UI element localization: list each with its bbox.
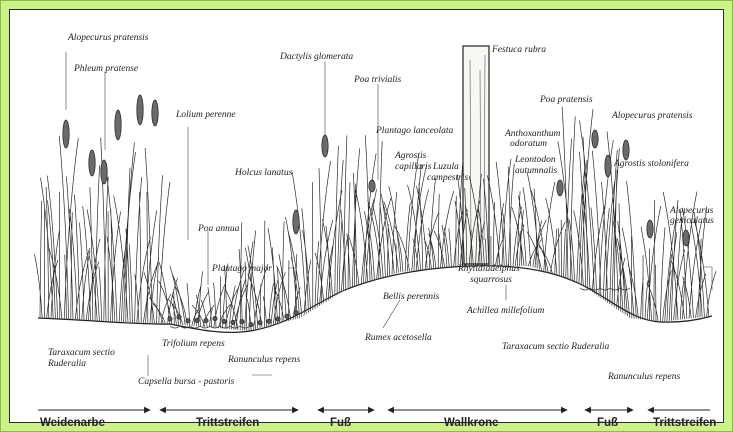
ground-plant xyxy=(204,318,208,322)
seed-head xyxy=(592,130,598,148)
ground-plant xyxy=(177,315,181,319)
label-taraxacum-left-2: Ruderalia xyxy=(47,359,86,369)
seed-head xyxy=(647,220,653,238)
label-luzula-campestris: Luzula xyxy=(432,162,459,172)
zone-wallkrone: Wallkrone xyxy=(444,417,499,429)
zone-weidenarbe: Weidenarbe xyxy=(40,417,105,429)
ground-plant xyxy=(195,318,199,322)
ground-plant xyxy=(240,320,244,324)
ground-plant xyxy=(285,314,289,318)
label-capsella: Capsella bursa - pastoris xyxy=(138,377,235,387)
ground-plant xyxy=(231,320,235,324)
label-alopecurus-geniculatus-2: geniculatus xyxy=(670,216,714,226)
label-plantago-major: Plantago major xyxy=(211,264,272,274)
label-trifolium-repens: Trifolium repens xyxy=(162,338,225,349)
label-agrostis-capillaris: Agrostis xyxy=(394,151,427,161)
label-anthoxanthum-odoratum: Anthoxanthum xyxy=(504,129,561,139)
seed-head xyxy=(683,230,689,246)
label-alopecurus-pratensis-right: Alopecurus pratensis xyxy=(611,111,693,121)
seed-head xyxy=(623,140,629,160)
ground-plant xyxy=(186,319,190,323)
label-ranunculus-repens-left: Ranunculus repens xyxy=(227,355,301,365)
label-leontodon-autumnalis-2: autumnalis xyxy=(515,166,558,176)
label-festuca-rubra: Festuca rubra xyxy=(491,45,546,55)
ground-plant xyxy=(258,320,262,324)
zone-fuss-left: Fuß xyxy=(330,417,351,429)
ground-plant xyxy=(213,316,217,320)
label-lolium-perenne: Lolium perenne xyxy=(175,110,236,120)
zone-fuss-right: Fuß xyxy=(597,417,618,429)
label-luzula-campestris-2: campestris xyxy=(427,173,468,183)
seed-head xyxy=(152,100,158,126)
label-holcus-lanatus: Holcus lanatus xyxy=(234,168,293,178)
label-taraxacum-right: Taraxacum sectio Ruderalia xyxy=(502,342,610,352)
seed-head xyxy=(557,180,563,196)
seed-head xyxy=(137,95,143,125)
seed-head xyxy=(101,160,107,184)
ground-plant xyxy=(294,310,298,314)
seed-head xyxy=(322,135,328,157)
label-agrostis-capillaris-2: capillaris xyxy=(395,162,432,172)
seed-head xyxy=(369,180,375,192)
ground-plant xyxy=(249,322,253,326)
label-achillea-millefolium: Achillea millefolium xyxy=(466,305,544,316)
label-rhytidiadelphus-squarrosus: Rhytidiadelphus xyxy=(457,264,520,274)
label-ranunculus-repens-right: Ranunculus repens xyxy=(607,372,681,382)
label-phleum-pratense: Phleum pratense xyxy=(73,64,138,74)
seed-head xyxy=(89,150,95,176)
ground-plant xyxy=(168,317,172,321)
label-alopecurus-geniculatus: Alopecurus xyxy=(669,206,714,216)
seed-head xyxy=(63,120,69,148)
label-poa-pratensis: Poa pratensis xyxy=(539,95,593,105)
label-bellis-perennis: Bellis perennis xyxy=(383,292,440,302)
label-agrostis-stolonifera: Agrostis stolonifera xyxy=(613,158,689,169)
seed-head xyxy=(115,110,121,140)
label-anthoxanthum-odoratum-2: odoratum xyxy=(510,139,547,149)
label-alopecurus-pratensis-left: Alopecurus pratensis xyxy=(67,33,149,43)
seed-head xyxy=(605,155,611,177)
label-poa-annua: Poa annua xyxy=(197,224,240,234)
zone-trittstreifen-left: Trittstreifen xyxy=(196,417,259,429)
label-leontodon-autumnalis: Leontodon xyxy=(514,155,556,165)
label-taraxacum-left: Taraxacum sectio xyxy=(48,348,115,358)
ground-plant xyxy=(222,319,226,323)
label-poa-trivialis: Poa trivialis xyxy=(353,75,402,85)
seed-head xyxy=(293,210,299,234)
label-rumex-acetosella: Rumex acetosella xyxy=(364,333,432,343)
label-dactylis-glomerata: Dactylis glomerata xyxy=(279,52,353,62)
grass-blades xyxy=(35,107,717,331)
zone-trittstreifen-right: Trittstreifen xyxy=(653,417,716,429)
ground-plant xyxy=(276,317,280,321)
ground-plant xyxy=(267,319,271,323)
label-plantago-lanceolata: Plantago lanceolata xyxy=(375,126,454,136)
label-rhytidiadelphus-squarrosus-2: squarrosus xyxy=(470,275,512,285)
